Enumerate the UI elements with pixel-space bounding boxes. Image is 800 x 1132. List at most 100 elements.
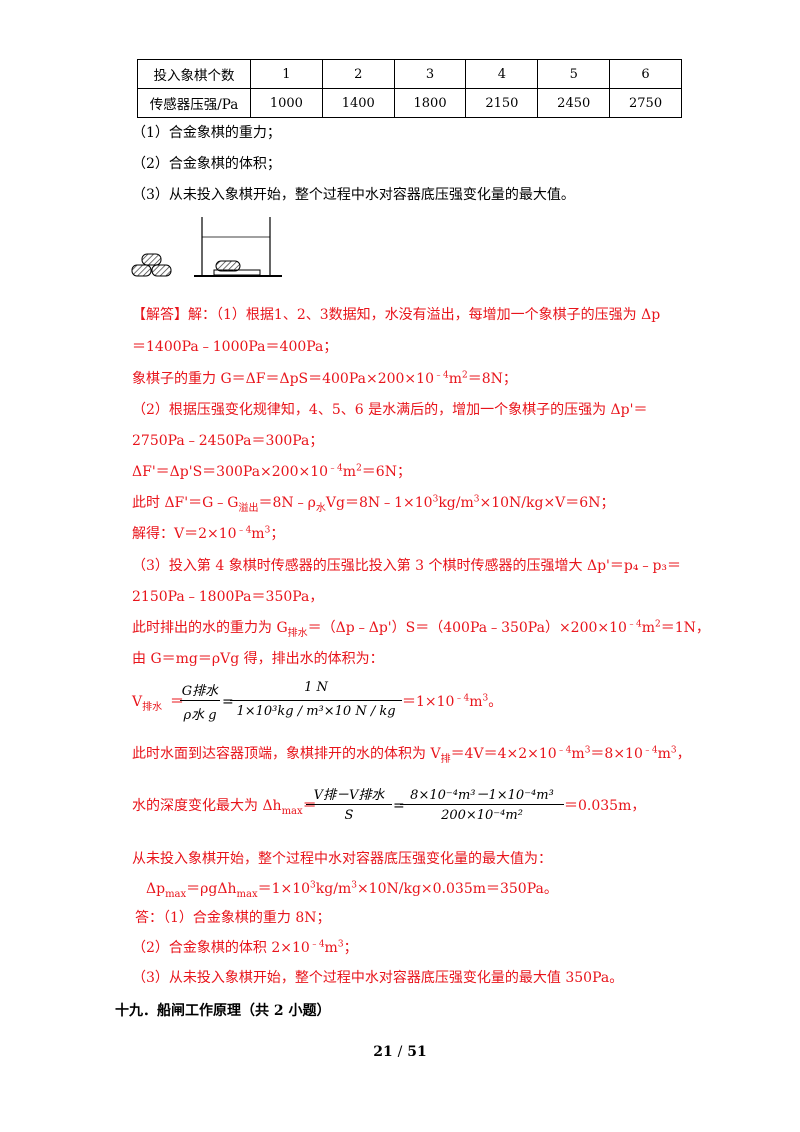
text: ；	[270, 526, 285, 542]
text: 2	[654, 619, 661, 630]
chess-container-illustration	[131, 217, 282, 277]
text: ﹣4	[328, 463, 343, 474]
text: m	[571, 746, 585, 762]
text: 排	[440, 753, 451, 765]
text: ＝ρgΔh	[186, 881, 237, 897]
equals-sign: =	[222, 694, 234, 710]
text: ＝1×10	[402, 694, 455, 710]
fraction-numerator: 8×10⁻⁴m³－1×10⁻⁴m³	[410, 788, 554, 803]
text: （2）合金象棋的体积 2×10	[132, 940, 310, 956]
fraction-numerator: G排水	[181, 684, 219, 699]
text: 2	[462, 370, 468, 381]
table-cell: 4	[465, 59, 539, 89]
text: m	[469, 694, 483, 710]
question-3: （3）从未投入象棋开始，整个过程中水对容器底压强变化量的最大值。	[132, 187, 575, 203]
fraction-denominator: ρ水 g	[183, 708, 217, 723]
table-cell: 2	[321, 59, 395, 89]
text: ×10N/kg×V＝6N；	[479, 495, 615, 511]
text: ＝6N；	[361, 464, 411, 480]
table-header-cell: 传感器压强/Pa	[137, 88, 251, 118]
text: 3	[670, 745, 677, 756]
fraction-numerator: 1 N	[304, 680, 328, 695]
text: ＝	[302, 798, 317, 814]
fraction-denominator: 1×10³kg / m³×10 N / kg	[236, 704, 396, 719]
formula-result: ＝0.035m，	[564, 798, 646, 814]
answer-line: 2150Pa﹣1800Pa＝350Pa，	[132, 589, 324, 605]
table-header-cell: 投入象棋个数	[137, 59, 251, 89]
answer-line: 2750Pa﹣2450Pa＝300Pa；	[132, 433, 324, 449]
answer-text: 解：（1）根据1、2、3数据知，水没有溢出，每增加一个象棋子的压强为 Δp	[188, 307, 661, 323]
text: ；	[343, 940, 358, 956]
data-table: 投入象棋个数 1 2 3 4 5 6 传感器压强/Pa 1000 1400 18…	[137, 59, 682, 118]
answer-line: 从未投入象棋开始，整个过程中水对容器底压强变化量的最大值为：	[132, 851, 552, 867]
text: Vg＝8N﹣1×10	[325, 495, 433, 511]
text: m	[448, 371, 462, 387]
fraction-bar	[230, 700, 402, 701]
text: 水	[315, 502, 326, 514]
text: m	[342, 464, 357, 480]
answer-line: 【解答】解：（1）根据1、2、3数据知，水没有溢出，每增加一个象棋子的压强为 Δ…	[132, 306, 660, 324]
text: 象棋子的重力 G＝ΔF＝ΔpS＝400Pa×200×10	[132, 371, 434, 387]
text: ﹣4	[309, 939, 325, 950]
page-number: 21	[373, 1044, 393, 1060]
table-cell: 5	[537, 59, 611, 89]
answer-line: 此时排出的水的重力为 G排水＝（Δp﹣Δp'）S＝（400Pa﹣350Pa）×2…	[132, 619, 710, 638]
text: 3	[432, 494, 439, 505]
text: 3	[264, 525, 271, 536]
text: max	[236, 888, 258, 900]
text: 溢出	[238, 502, 259, 514]
answer-line: 象棋子的重力 G＝ΔF＝ΔpS＝400Pa×200×10﹣4m2＝8N；	[132, 370, 517, 388]
text: 3	[482, 693, 489, 704]
answer-line: 此时 ΔF'＝G﹣G溢出＝8N﹣ρ水Vg＝8N﹣1×103kg/m3×10N/k…	[132, 494, 615, 514]
text: Δp	[146, 881, 166, 897]
table-cell: 1400	[321, 88, 395, 118]
answer-line: （2）合金象棋的体积 2×10﹣4m3；	[132, 939, 358, 957]
text: max	[165, 888, 187, 900]
text: ＝8N﹣ρ	[258, 495, 316, 511]
question-1: （1）合金象棋的重力；	[132, 125, 281, 141]
text: 排水	[142, 701, 163, 713]
text: 3	[351, 880, 357, 891]
answer-line: （3）从未投入象棋开始，整个过程中水对容器底压强变化量的最大值 350Pa。	[132, 970, 624, 986]
text: ×10N/kg×0.035m＝350Pa。	[356, 881, 558, 897]
answer-line: 答：（1）合金象棋的重力 8N；	[135, 910, 331, 926]
text: 。	[488, 694, 503, 710]
table-cell: 1	[250, 59, 323, 89]
answer-line: ΔF'＝Δp'S＝300Pa×200×10﹣4m2＝6N；	[132, 463, 411, 481]
text: ﹣4	[454, 693, 470, 704]
text: ，	[676, 746, 691, 762]
fraction-denominator: S	[344, 808, 354, 823]
fraction-bar	[180, 700, 220, 701]
text: m	[657, 746, 671, 762]
answer-line: Δpmax＝ρgΔhmax＝1×103kg/m3×10N/kg×0.035m＝3…	[146, 880, 558, 900]
table-cell: 2750	[609, 88, 682, 118]
text: ΔF'＝Δp'S＝300Pa×200×10	[132, 464, 329, 480]
table-cell: 1000	[250, 88, 323, 118]
text: ﹣4	[556, 745, 572, 756]
table-row: 投入象棋个数 1 2 3 4 5 6	[137, 59, 682, 89]
text: m	[641, 620, 655, 636]
text: V	[132, 694, 143, 710]
equals-sign: ＝	[170, 694, 184, 710]
text: ＝1×10	[257, 881, 311, 897]
answer-tag: 【解答】	[132, 307, 188, 323]
text: kg/m	[438, 495, 474, 511]
table-row: 传感器压强/Pa 1000 1400 1800 2150 2450 2750	[137, 88, 682, 118]
answer-line: ＝1400Pa﹣1000Pa＝400Pa；	[132, 339, 338, 355]
text: ＝4V＝4×2×10	[450, 746, 557, 762]
table-cell: 2150	[465, 88, 539, 118]
equals-sign: =	[393, 798, 405, 814]
text: m	[324, 940, 338, 956]
answer-line: 解得：V＝2×10﹣4m3；	[132, 525, 284, 543]
fraction-denominator: 200×10⁻⁴m²	[441, 808, 523, 823]
text: 水的深度变化最大为 Δh	[132, 798, 282, 814]
text: 此时水面到达容器顶端，象棋排开的水的体积为 V	[132, 746, 441, 762]
text: ﹣4	[433, 370, 449, 381]
table-cell: 1800	[393, 88, 467, 118]
page-separator: /	[397, 1044, 403, 1060]
text: 2	[356, 463, 362, 474]
table-cell: 2450	[537, 88, 611, 118]
section-heading: 十九．船闸工作原理（共 2 小题）	[115, 1003, 331, 1019]
formula-result: ＝1×10﹣4m3。	[402, 693, 502, 711]
